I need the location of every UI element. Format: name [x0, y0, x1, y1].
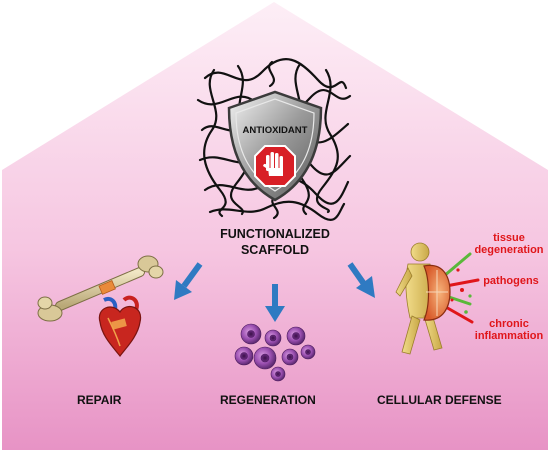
- repair-label: REPAIR: [77, 393, 122, 407]
- arrow-regeneration-icon: [265, 284, 285, 322]
- arrow-defense-icon: [347, 262, 375, 298]
- tissue-degeneration-label: tissue degeneration: [472, 232, 546, 256]
- scaffold-title: FUNCTIONALIZED SCAFFOLD: [190, 226, 360, 258]
- scaffold-title-line2: SCAFFOLD: [240, 243, 310, 257]
- chronic-inflammation-label: chronic inflammation: [472, 318, 546, 342]
- cells-icon: [234, 323, 316, 382]
- chronic-line2: inflammation: [474, 330, 544, 342]
- regeneration-label: REGENERATION: [220, 393, 316, 407]
- cellular-defense-label: CELLULAR DEFENSE: [377, 393, 502, 407]
- tissue-line2: degeneration: [474, 244, 544, 256]
- shielded-figure-icon: [395, 242, 480, 355]
- arrow-repair-icon: [174, 262, 203, 300]
- heart-icon: [98, 295, 142, 357]
- antioxidant-label: ANTIOXIDANT: [242, 125, 308, 136]
- bone-icon: [37, 255, 164, 322]
- pathogens-label: pathogens: [483, 275, 539, 287]
- tissue-line1: tissue: [493, 232, 525, 244]
- scaffold-title-line1: FUNCTIONALIZED: [220, 227, 330, 241]
- chronic-line1: chronic: [489, 318, 529, 330]
- antioxidant-shield-icon: [227, 90, 323, 202]
